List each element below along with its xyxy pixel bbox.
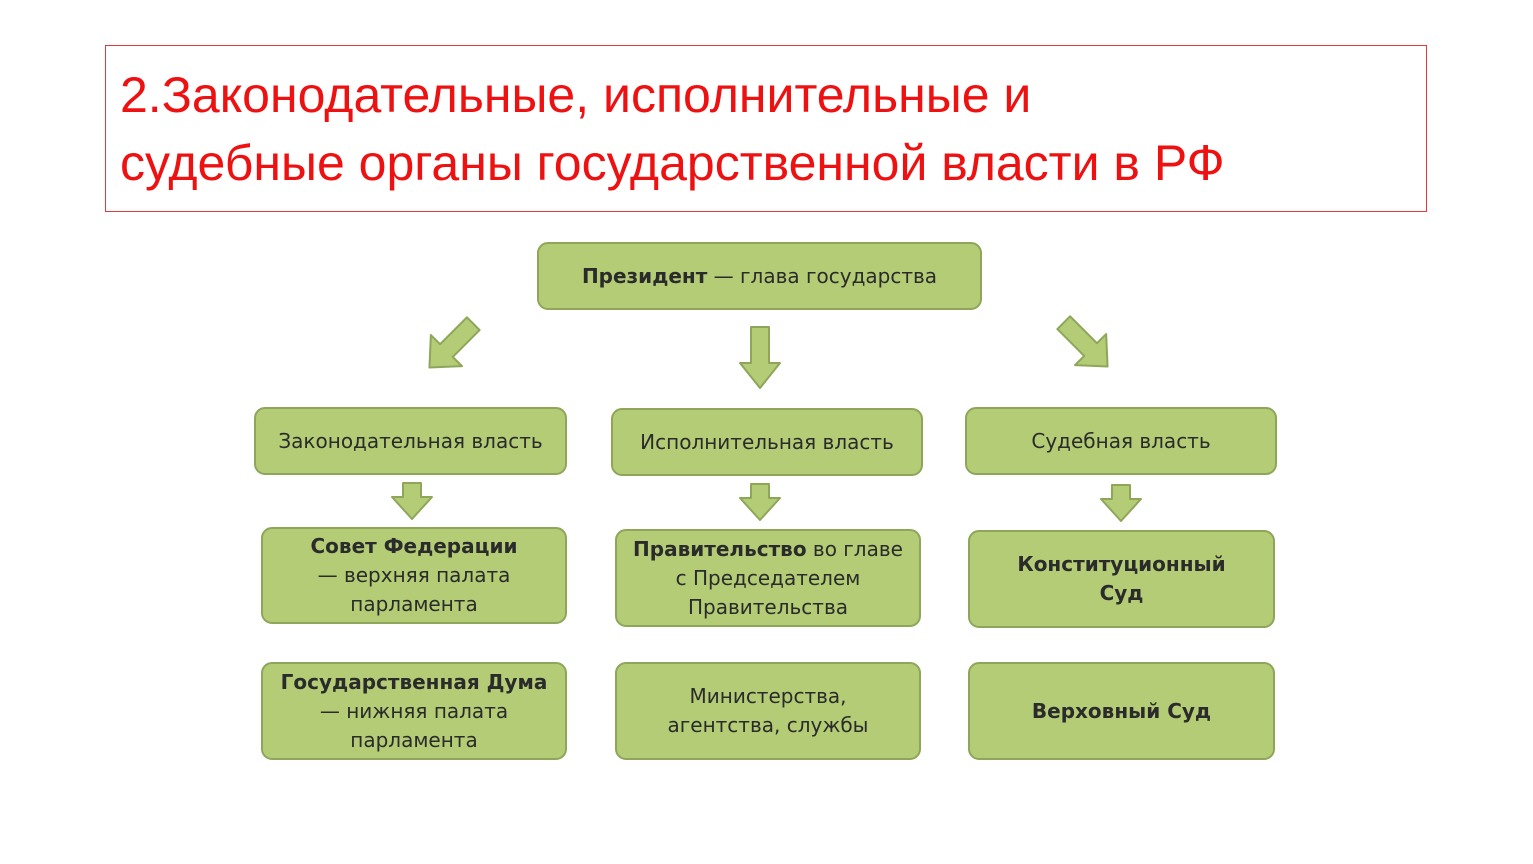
supreme-court-label: Верховный Суд bbox=[1031, 698, 1212, 723]
arrow-judicial-to-bodies bbox=[1100, 484, 1142, 522]
government-box: Правительство во главе с Председателем П… bbox=[615, 529, 921, 627]
government-description: во главе с Председателем Правительства bbox=[675, 536, 903, 619]
president-description: — глава государства bbox=[707, 263, 938, 288]
government-label: Правительство bbox=[633, 536, 807, 561]
constitutional-court-box: Конституционный Суд bbox=[968, 530, 1275, 628]
arrow-to-legislative bbox=[428, 316, 481, 369]
state-duma-description: — нижняя палата парламента bbox=[319, 698, 509, 752]
ministries-label: Министерства, агентства, службы bbox=[667, 684, 869, 737]
state-duma-box: Государственная Дума — нижняя палата пар… bbox=[261, 662, 567, 760]
executive-branch-label: Исполнительная власть bbox=[640, 429, 894, 454]
president-box: Президент — глава государства bbox=[537, 242, 982, 310]
president-label: Президент bbox=[581, 263, 708, 288]
judicial-branch-box: Судебная власть bbox=[965, 407, 1277, 475]
federation-council-description: — верхняя палата парламента bbox=[317, 563, 511, 616]
page-title-line-2: судебные органы государственной власти в… bbox=[120, 135, 1225, 191]
legislative-branch-label: Законодательная власть bbox=[278, 428, 543, 453]
arrow-legislative-to-bodies bbox=[391, 482, 433, 520]
arrow-executive-to-bodies bbox=[739, 483, 781, 521]
page-title-line-1: 2.Законодательные, исполнительные и bbox=[120, 67, 1032, 123]
judicial-branch-label: Судебная власть bbox=[1031, 428, 1211, 453]
title-frame: 2.Законодательные, исполнительные и суде… bbox=[105, 45, 1427, 212]
state-duma-label: Государственная Дума bbox=[280, 669, 548, 694]
federation-council-label: Совет Федерации bbox=[310, 534, 518, 558]
federation-council-box: Совет Федерации — верхняя палата парламе… bbox=[261, 527, 567, 624]
constitutional-court-label: Конституционный Суд bbox=[1017, 552, 1226, 605]
executive-branch-box: Исполнительная власть bbox=[611, 408, 923, 476]
ministries-box: Министерства, агентства, службы bbox=[615, 662, 921, 760]
arrow-to-judicial bbox=[1056, 315, 1109, 368]
supreme-court-box: Верховный Суд bbox=[968, 662, 1275, 760]
arrow-to-executive bbox=[739, 326, 781, 389]
legislative-branch-box: Законодательная власть bbox=[254, 407, 567, 475]
